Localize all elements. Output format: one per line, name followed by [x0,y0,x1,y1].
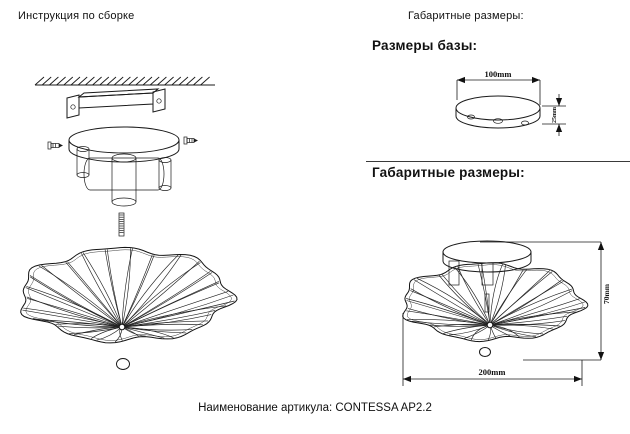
lamp-stem-left [448,260,460,286]
overall-height-dimension: 70mm [480,241,611,361]
base-width-label: 100mm [485,69,512,79]
screw-left-icon [47,141,63,150]
base-dimensions-heading: Размеры базы: [372,38,478,53]
overall-width-label: 200mm [479,367,506,377]
base-height-label: 25mm [552,107,558,123]
lampshade-small [402,262,589,343]
lamp-stem-right [481,262,494,286]
page-title: Инструкция по сборке [18,10,135,22]
assembly-diagram [20,76,238,370]
threaded-rod [118,212,125,237]
overall-width-dimension: 200mm [402,313,583,386]
section-divider [366,161,630,162]
article-name-label: Наименование артикула: CONTESSA AP2.2 [198,402,432,414]
dimensions-title: Габаритные размеры: [408,10,524,22]
overall-dimensions-drawing: 70mm 200mm [402,240,611,386]
ceiling-hatch [34,76,215,86]
finial [116,358,130,370]
base-hole-center [493,118,503,124]
overall-dimensions-heading: Габаритные размеры: [372,165,525,180]
mounting-bracket [66,88,166,119]
overall-height-label: 70mm [602,283,611,304]
finial-small [479,347,491,357]
lampshade [20,246,238,344]
lamp-center-rod [484,293,490,313]
screw-right-icon [183,136,198,145]
bracket-hole-left [70,104,76,110]
base-plate [455,95,541,129]
bracket-hole-right [156,98,162,104]
base-width-dimension: 100mm [456,69,541,105]
base-height-dimension: 25mm [542,94,566,136]
canopy-base [68,126,180,163]
base-dimensions-drawing: 100mm 25mm [455,69,566,136]
base-hole-left [467,114,475,120]
ceiling-hatch-ticks [34,76,210,86]
base-hole-right [521,120,529,126]
lamp-base [442,240,532,313]
threaded-rod-ridges [119,214,124,233]
lamp-holders [76,146,172,207]
